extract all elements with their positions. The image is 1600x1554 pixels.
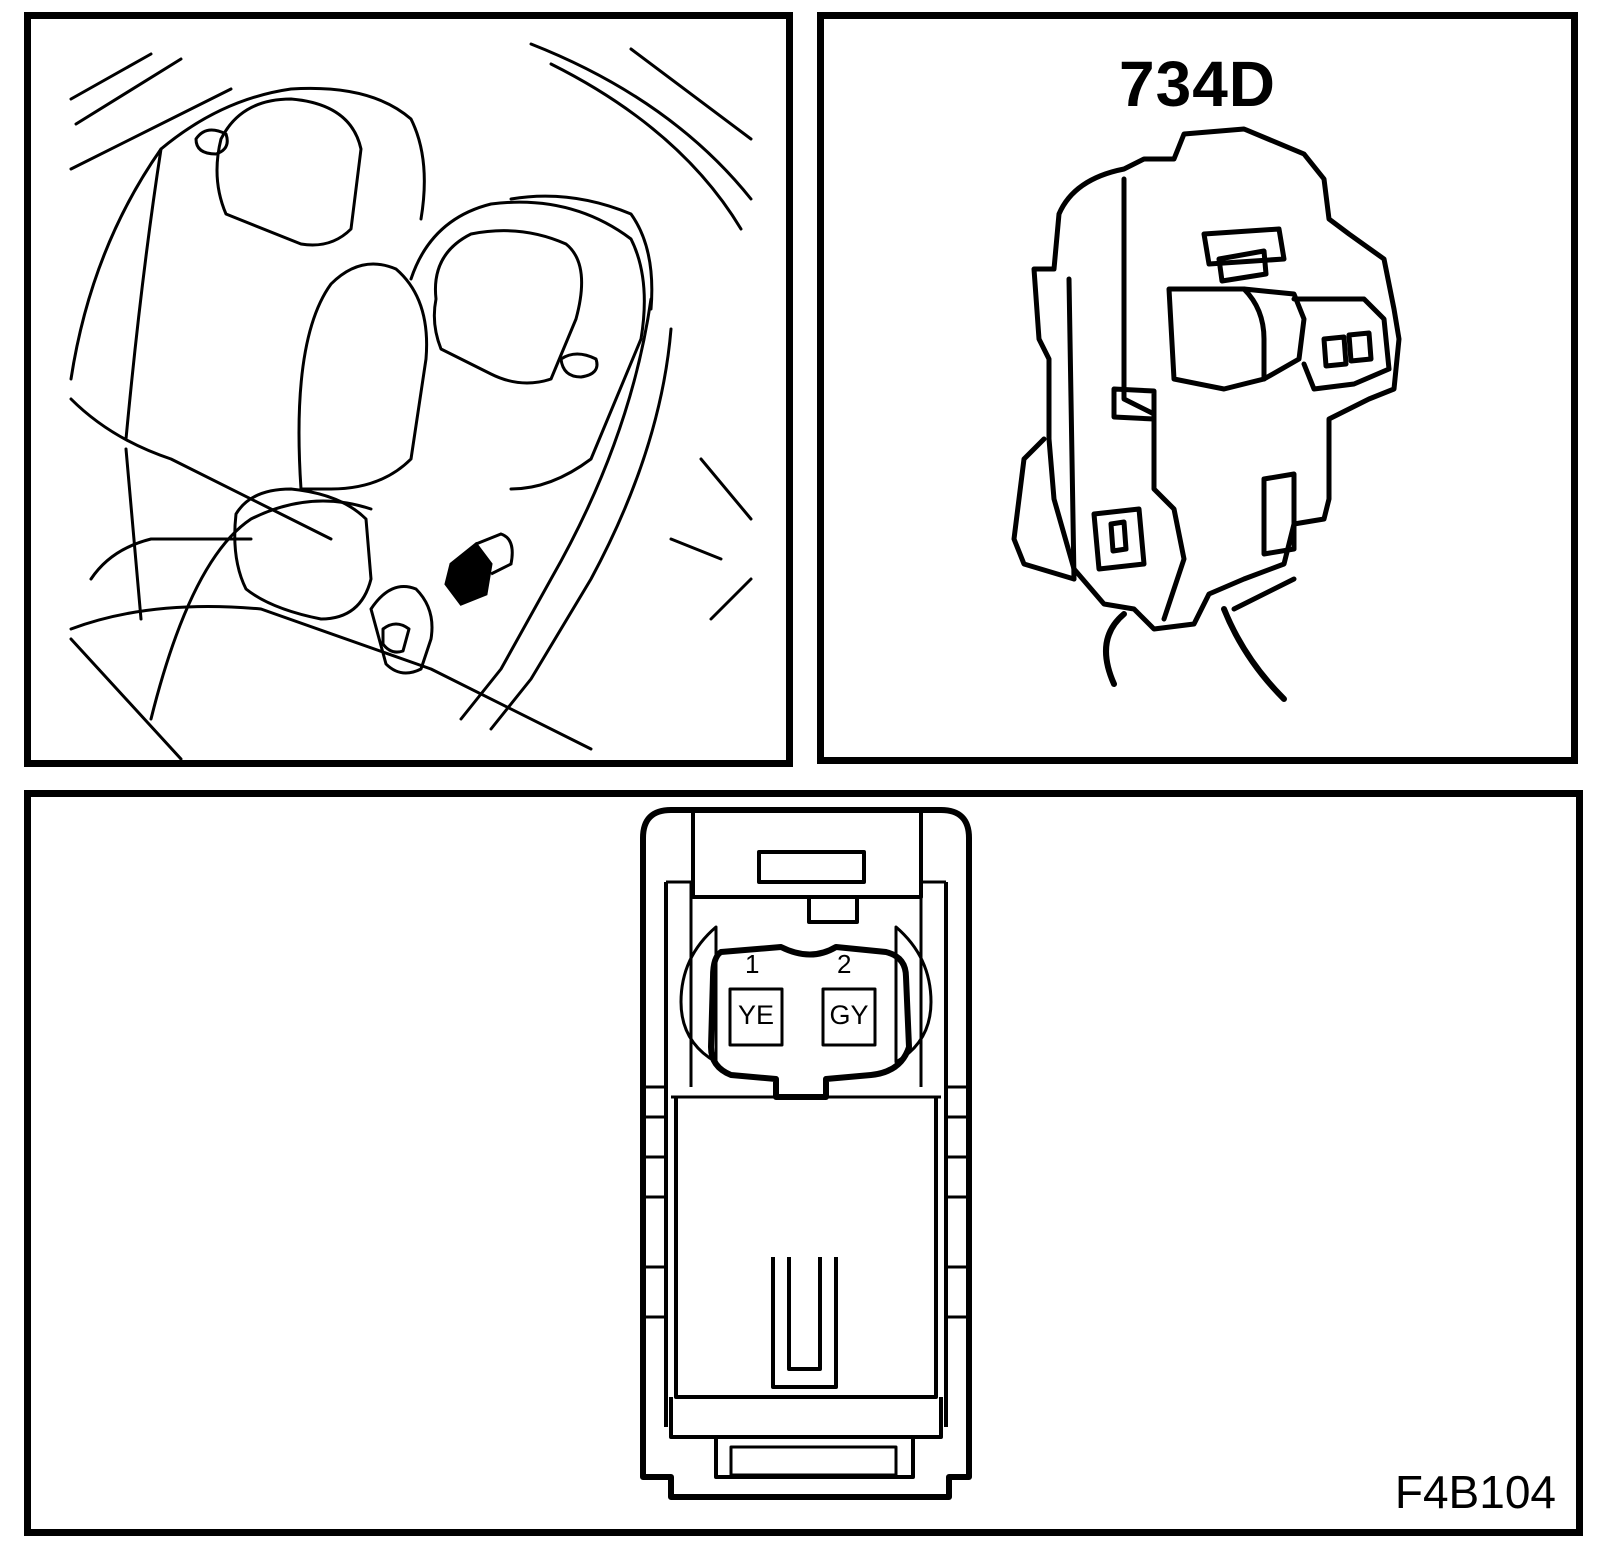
pin-2-number: 2: [837, 949, 852, 979]
pin-2-wire-color: GY: [829, 1000, 869, 1030]
seat-location-panel: [24, 12, 793, 767]
pin-1-wire-color: YE: [737, 1000, 775, 1030]
figure-code: F4B104: [1394, 1466, 1556, 1518]
connector-face-illustration: [640, 807, 972, 1500]
rear-seat-illustration: [69, 42, 753, 760]
connector-perspective-panel: 734D: [817, 12, 1578, 764]
connector-face-panel: 1 2 YE GY F4B104: [24, 790, 1583, 1536]
connector-id-label: 734D: [1119, 48, 1276, 120]
connector-3d-illustration: [1011, 126, 1402, 702]
connector-location-marker: [444, 532, 514, 606]
pin-1-number: 1: [745, 949, 760, 979]
